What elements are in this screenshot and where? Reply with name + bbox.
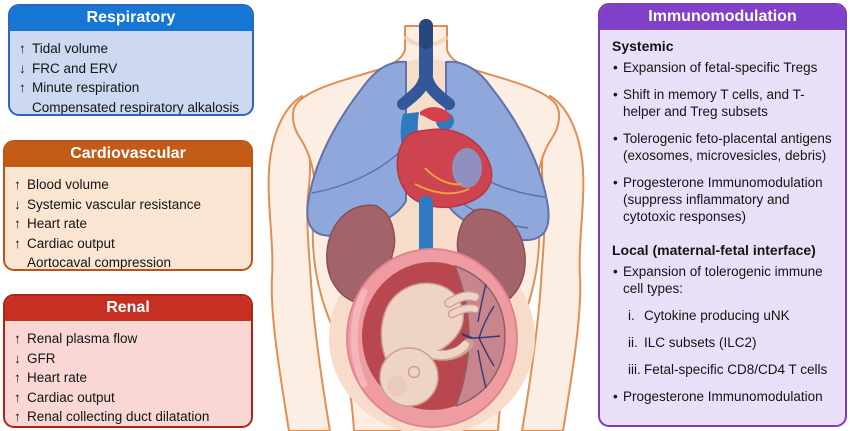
trend-arrow: ↑ — [19, 80, 26, 95]
roman-item: ii.ILC subsets (ILC2) — [628, 335, 757, 350]
trend-arrow: ↑ — [14, 177, 21, 192]
respiratory-panel-body: ↑Tidal volume ↓FRC and ERV ↑Minute respi… — [10, 31, 252, 115]
finding-item: Compensated respiratory alkalosis — [19, 98, 246, 115]
cardiovascular-panel: Cardiovascular ↑Blood volume ↓Systemic v… — [3, 140, 253, 271]
finding-item: ↑Renal plasma flow — [14, 329, 245, 349]
finding-item: Aortocaval compression — [14, 253, 245, 269]
coronary-vessel — [414, 183, 470, 195]
trend-arrow: ↑ — [14, 216, 21, 231]
trend-arrow: ↑ — [14, 235, 21, 251]
local-heading: Local (maternal-fetal interface) — [612, 242, 816, 258]
immunomodulation-panel-title: Immunomodulation — [600, 5, 845, 30]
finding-item: ↑Cardiac output — [14, 388, 245, 408]
fetus — [379, 282, 480, 407]
placental-vessels — [461, 283, 501, 389]
aorta — [420, 107, 452, 122]
roman-item: iii.Fetal-specific CD8/CD4 T cells — [628, 362, 828, 377]
trend-arrow: ↑ — [14, 331, 21, 346]
renal-panel-body: ↑Renal plasma flow ↓GFR ↑Heart rate ↑Car… — [5, 321, 251, 426]
roman-item: i.Cytokine producing uNK — [628, 308, 790, 323]
finding-item: ↑Renal collecting duct dilatation — [14, 407, 245, 426]
finding-item: ↑Tidal volume — [19, 39, 246, 59]
cardiovascular-panel-body: ↑Blood volume ↓Systemic vascular resista… — [5, 167, 251, 269]
trend-arrow — [14, 253, 27, 269]
finding-item: ↑Heart rate — [14, 214, 245, 234]
finding-item: ↑Minute respiration — [19, 78, 246, 98]
left-atrium — [452, 148, 482, 188]
finding-item: ↓Systemic vascular resistance — [14, 195, 245, 215]
coronary-vessel — [424, 167, 463, 186]
pregnant-torso-svg — [267, 19, 585, 431]
anatomy-illustration — [256, 0, 596, 431]
roman-numeral: iii. — [628, 362, 641, 377]
roman-numeral: ii. — [628, 335, 638, 350]
roman-numeral: i. — [628, 308, 635, 323]
finding-item: ↑Heart rate — [14, 368, 245, 388]
bullet-item: Progesterone Immunomodulation (suppress … — [612, 174, 834, 225]
trend-arrow: ↓ — [19, 60, 26, 76]
trend-arrow: ↑ — [19, 41, 26, 56]
placenta — [454, 265, 506, 407]
systemic-heading: Systemic — [612, 38, 674, 54]
bullet-item: Expansion of fetal-specific Tregs — [612, 59, 834, 76]
renal-panel-title: Renal — [5, 296, 251, 321]
fetus-head — [379, 347, 439, 407]
immunomodulation-panel-body: Systemic Expansion of fetal-specific Tre… — [600, 30, 845, 411]
trend-arrow: ↓ — [14, 196, 21, 212]
renal-panel: Renal ↑Renal plasma flow ↓GFR ↑Heart rat… — [3, 294, 253, 428]
bullet-item: Shift in memory T cells, and T-helper an… — [612, 86, 834, 120]
finding-item: ↑Blood volume — [14, 175, 245, 195]
heart — [396, 107, 493, 254]
trend-arrow: ↑ — [14, 409, 21, 424]
trend-arrow: ↑ — [14, 389, 21, 405]
left-arm — [267, 95, 331, 431]
finding-item: ↓FRC and ERV — [19, 59, 246, 79]
cardiovascular-panel-title: Cardiovascular — [5, 142, 251, 167]
fetus-ear — [407, 365, 421, 379]
trend-arrow: ↑ — [14, 370, 21, 385]
finding-item: ↑Cardiac output — [14, 234, 245, 254]
respiratory-panel: Respiratory ↑Tidal volume ↓FRC and ERV ↑… — [8, 4, 254, 116]
trachea — [397, 19, 455, 110]
respiratory-panel-title: Respiratory — [10, 6, 252, 31]
bullet-item: Tolerogenic feto-placental antigens (exo… — [612, 130, 834, 164]
trend-arrow — [19, 98, 32, 115]
immunomodulation-panel: Immunomodulation Systemic Expansion of f… — [598, 3, 847, 427]
bullet-item: Expansion of tolerogenic immune cell typ… — [612, 263, 834, 297]
finding-item: ↓GFR — [14, 349, 245, 369]
inferior-vena-cava — [419, 196, 433, 254]
bullet-item: Progesterone Immunomodulation — [612, 388, 834, 405]
trend-arrow: ↓ — [14, 350, 21, 366]
